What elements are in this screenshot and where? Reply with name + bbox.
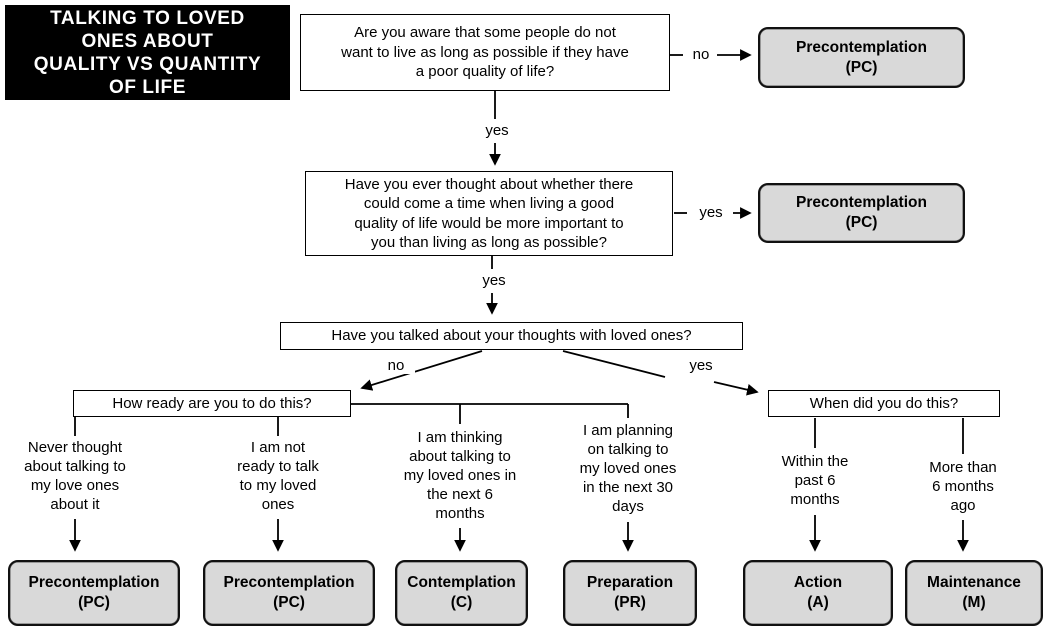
edge-label-awareness-yes: yes [475,122,519,139]
stage-precontemplation-2: Precontemplation (PC) [203,560,375,626]
edge-talked-yes-line [562,350,666,378]
stage-name: Maintenance [927,574,1021,591]
answer-past-6-months: Within the past 6 months [781,453,849,508]
stage-name: Action [793,574,843,591]
stage-name: Precontemplation [796,194,927,211]
stage-name: Precontemplation [796,38,927,56]
stage-name: Precontemplation [223,574,355,591]
stage-code: (M) [962,594,986,611]
question-awareness: Are you aware that some people do not wa… [300,14,670,91]
edge-label-thought-yes-side: yes [689,204,733,221]
stage-code: (PR) [614,594,646,611]
question-talked: Have you talked about your thoughts with… [280,322,743,350]
question-thought: Have you ever thought about whether ther… [305,171,673,256]
stage-code: (PC) [78,594,110,611]
stage-code: (PC) [845,58,878,76]
stage-precontemplation-top-1: Precontemplation (PC) [758,27,965,88]
edge-label-talked-no: no [377,357,415,374]
edge-label-talked-yes: yes [679,357,723,374]
answer-more-than-6-months: More than 6 months ago [929,459,997,514]
answer-never-thought: Never thought about talking to my love o… [24,439,126,513]
edge-talked-yes-arrow [713,381,759,396]
stage-action: Action (A) [743,560,893,626]
answer-not-ready: I am not ready to talk to my loved ones [237,439,319,513]
stage-contemplation: Contemplation (C) [395,560,528,626]
stage-precontemplation-top-2: Precontemplation (PC) [758,183,965,243]
question-readiness: How ready are you to do this? [73,390,351,417]
stage-name: Precontemplation [28,574,160,591]
answer-thinking-6-months: I am thinking about talking to my loved … [403,429,517,522]
stage-code: (PC) [273,594,305,611]
stage-name: Preparation [586,574,674,591]
stage-code: (C) [450,594,473,611]
edge-label-awareness-no: no [685,46,717,63]
diagram-title: TALKING TO LOVED ONES ABOUT QUALITY VS Q… [5,5,290,100]
stage-precontemplation-1: Precontemplation (PC) [8,560,180,626]
answer-planning-30-days: I am planning on talking to my loved one… [579,422,677,515]
stage-code: (PC) [845,214,878,231]
stage-name: Contemplation [407,574,516,591]
question-timing: When did you do this? [768,390,1000,417]
stage-preparation: Preparation (PR) [563,560,697,626]
stage-code: (A) [807,594,829,611]
stage-maintenance: Maintenance (M) [905,560,1043,626]
edge-label-thought-yes-down: yes [472,272,516,289]
edge-talked-no-arrow [360,350,483,391]
